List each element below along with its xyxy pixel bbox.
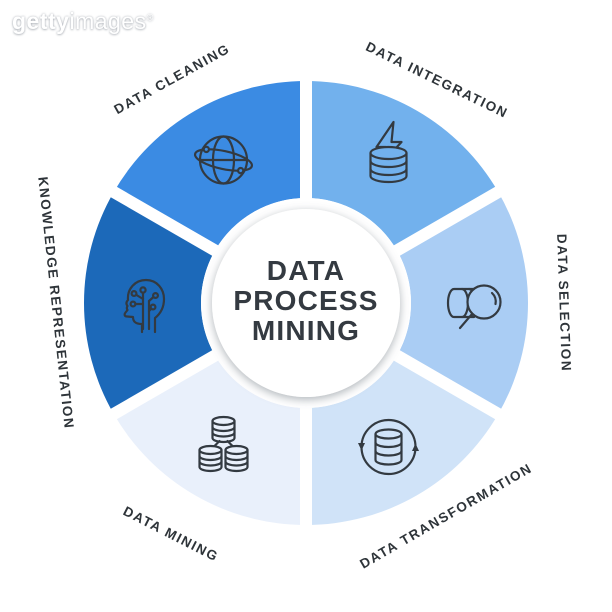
registered-mark: ® — [146, 12, 154, 23]
center-circle — [212, 209, 400, 397]
gettyimages-watermark: gettyimages® — [12, 8, 154, 35]
database-cluster-icon — [198, 415, 249, 473]
head-circuit-icon — [123, 278, 166, 334]
center-title-line: DATA — [266, 255, 346, 286]
sector-data-mining — [113, 355, 306, 525]
database-magnifier-icon — [446, 284, 502, 330]
center-title-line: PROCESS — [233, 285, 379, 316]
center-title-line: MINING — [251, 315, 361, 346]
database-refresh-icon — [358, 418, 419, 476]
sector-divider — [109, 185, 233, 265]
sector-divider — [379, 185, 503, 265]
database-lightning-icon — [369, 120, 408, 184]
sector-divider — [109, 341, 233, 421]
watermark-brand-bold: getty — [12, 8, 70, 34]
wheel-icons — [123, 120, 502, 476]
wheel-dividers — [109, 79, 503, 527]
sector-divider — [379, 341, 503, 421]
watermark-brand-light: images — [69, 8, 147, 34]
center-title: DATA PROCESS MINING — [233, 256, 378, 346]
globe-icon — [193, 135, 254, 185]
